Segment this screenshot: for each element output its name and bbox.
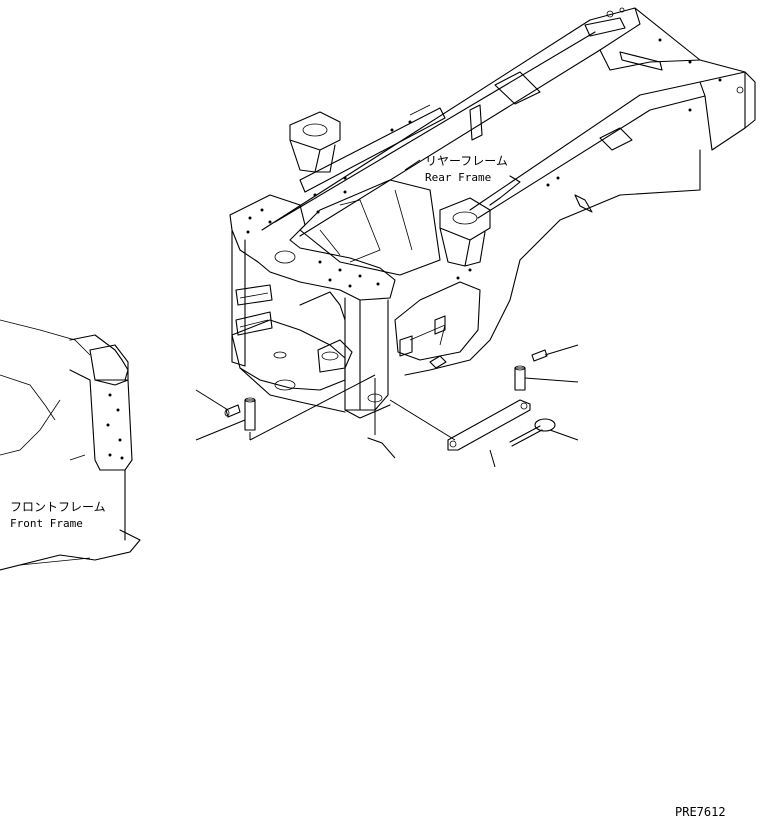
- front-frame: [0, 319, 141, 571]
- rear-frame-label-jp: リヤーフレーム: [425, 154, 508, 168]
- drawing-code: PRE7612: [675, 805, 726, 818]
- large-pin-right: [514, 365, 526, 391]
- small-pin-left: [224, 404, 241, 418]
- rear-frame-label-en: Rear Frame: [425, 171, 491, 184]
- small-pin-right: [531, 349, 548, 362]
- front-frame-label-jp: フロントフレーム: [10, 500, 106, 514]
- rear-frame: [229, 7, 756, 419]
- shim: [367, 437, 383, 444]
- large-pin-left: [244, 397, 256, 431]
- leader-lines: [195, 159, 579, 468]
- ring-pin: [509, 418, 556, 447]
- lock-bar: [447, 399, 531, 451]
- front-frame-label-en: Front Frame: [10, 517, 83, 530]
